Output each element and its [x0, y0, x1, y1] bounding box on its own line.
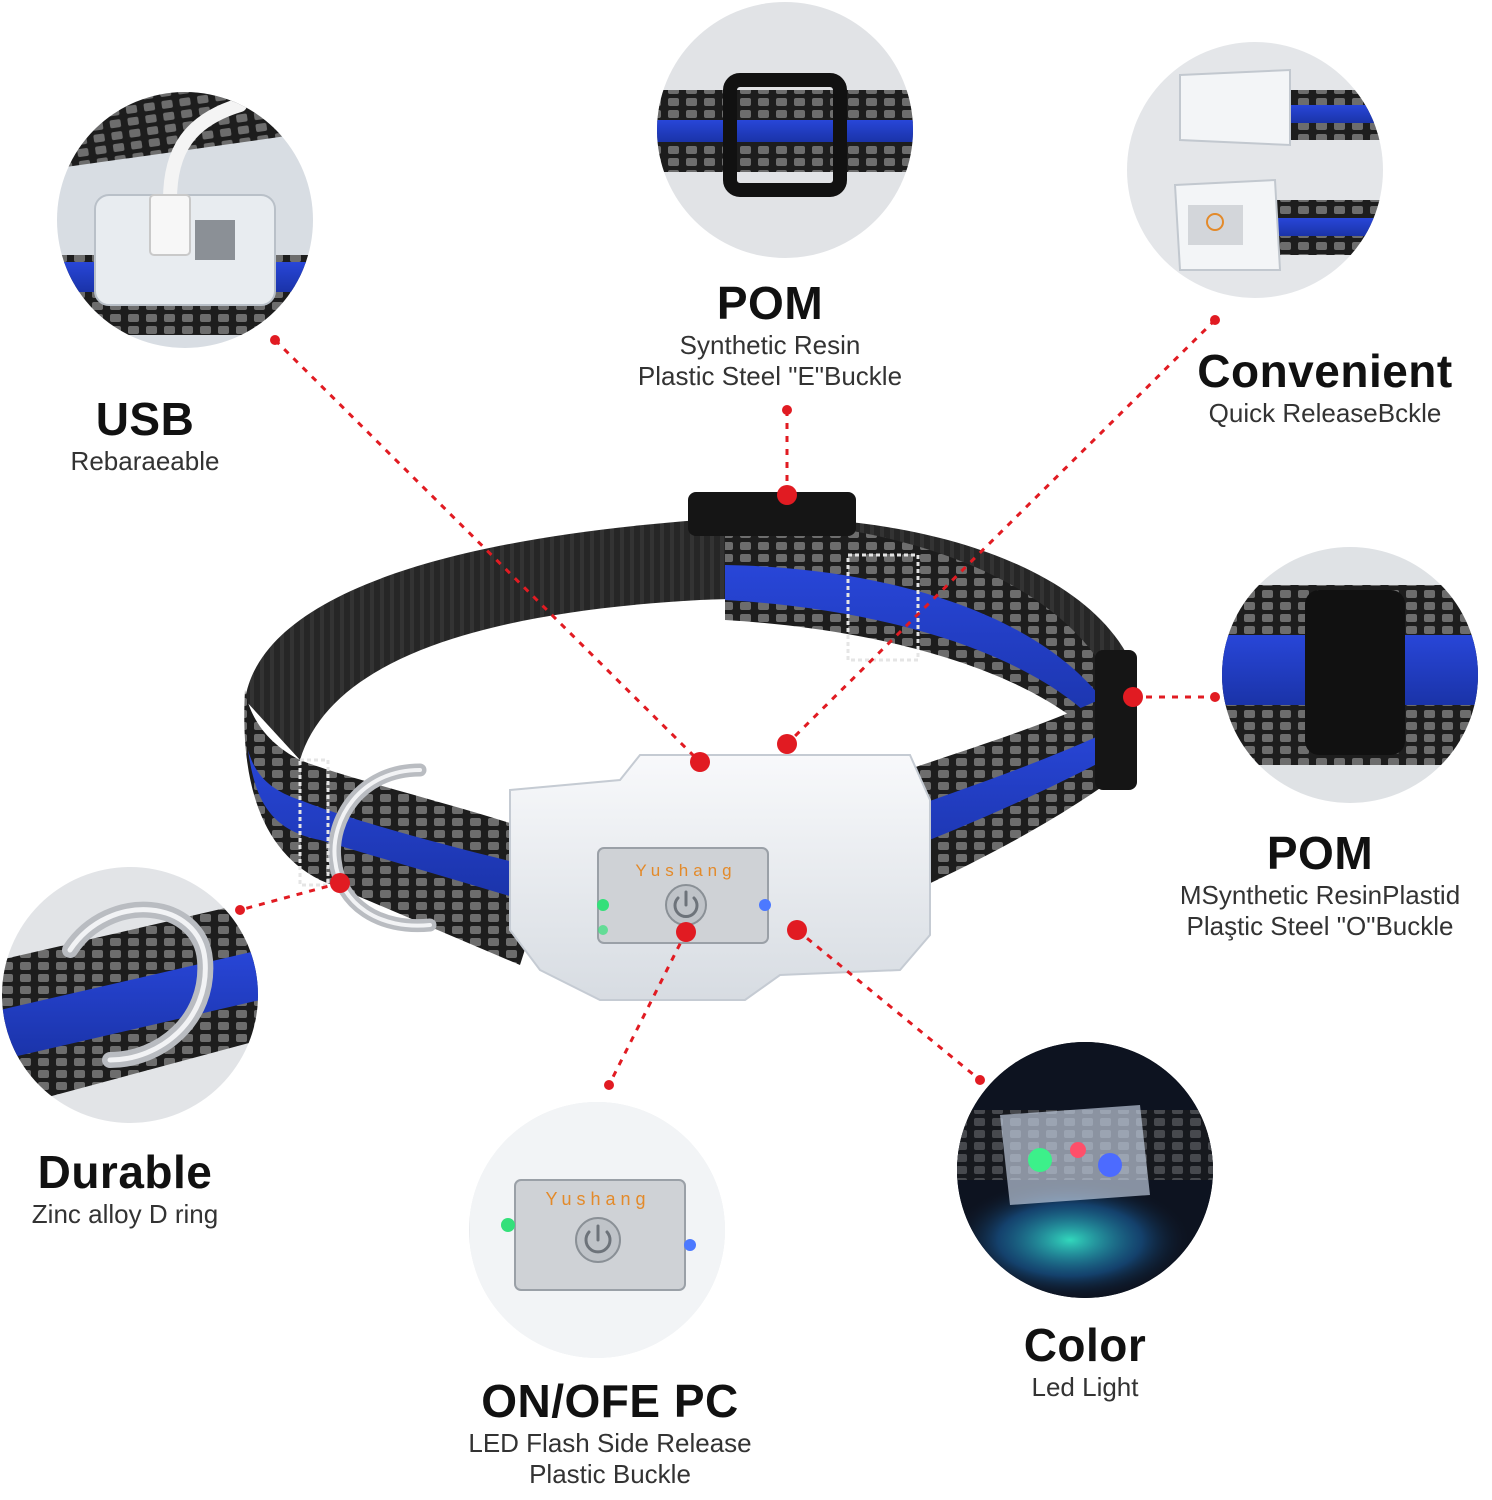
d-ring-detail-circle	[2, 867, 258, 1123]
pom-right-line1: MSynthetic ResinPlastid	[1179, 880, 1461, 911]
pom-top-label: POM Synthetic Resin Plastic Steel "E"Buc…	[580, 276, 960, 392]
on-off-title: ON/OFE PC	[481, 1375, 739, 1427]
brand-text: Yushang	[635, 861, 736, 880]
durable-label: Durable Zinc alloy D ring	[0, 1145, 250, 1230]
on-off-line1: LED Flash Side Release	[468, 1428, 752, 1459]
o-buckle-detail-circle	[1222, 547, 1478, 803]
on-off-label: ON/OFE PC LED Flash Side Release Plastic…	[420, 1374, 800, 1490]
callout-lines	[239, 318, 1217, 1086]
pom-right-label: POM MSynthetic ResinPlastid Plaştic Stee…	[1155, 826, 1485, 942]
pom-right-line2: Plaştic Steel "O"Buckle	[1186, 910, 1454, 941]
pom-right-title: POM	[1266, 827, 1374, 879]
usb-label: USB Rebaraeable	[35, 392, 255, 477]
durable-title: Durable	[37, 1146, 213, 1198]
callout-dots	[235, 315, 1220, 1090]
convenient-subtitle: Quick ReleaseBckle	[1208, 398, 1442, 429]
usb-subtitle: Rebaraeable	[70, 446, 220, 477]
quick-release-detail-circle	[1127, 42, 1383, 298]
power-button-icon	[665, 884, 707, 926]
power-switch-detail-circle: Yushang	[469, 1102, 725, 1358]
usb-cable-icon	[149, 98, 247, 256]
pom-top-line2: Plastic Steel "E"Buckle	[637, 360, 903, 391]
led-color-detail-circle	[957, 1042, 1213, 1298]
color-subtitle: Led Light	[1031, 1372, 1139, 1403]
e-buckle-detail-circle	[657, 2, 913, 258]
on-off-line2: Plastic Buckle	[529, 1458, 691, 1489]
pom-top-line1: Synthetic Resin	[679, 330, 861, 361]
svg-text:Yushang: Yushang	[545, 1189, 650, 1209]
collar-main-image: Yushang	[244, 492, 1137, 1001]
convenient-title: Convenient	[1197, 345, 1453, 397]
pom-top-title: POM	[716, 277, 824, 329]
color-title: Color	[1023, 1319, 1147, 1371]
usb-detail-circle	[57, 92, 313, 348]
durable-subtitle: Zinc alloy D ring	[31, 1199, 219, 1230]
color-label: Color Led Light	[985, 1318, 1185, 1403]
usb-title: USB	[95, 393, 195, 445]
convenient-label: Convenient Quick ReleaseBckle	[1165, 344, 1485, 429]
